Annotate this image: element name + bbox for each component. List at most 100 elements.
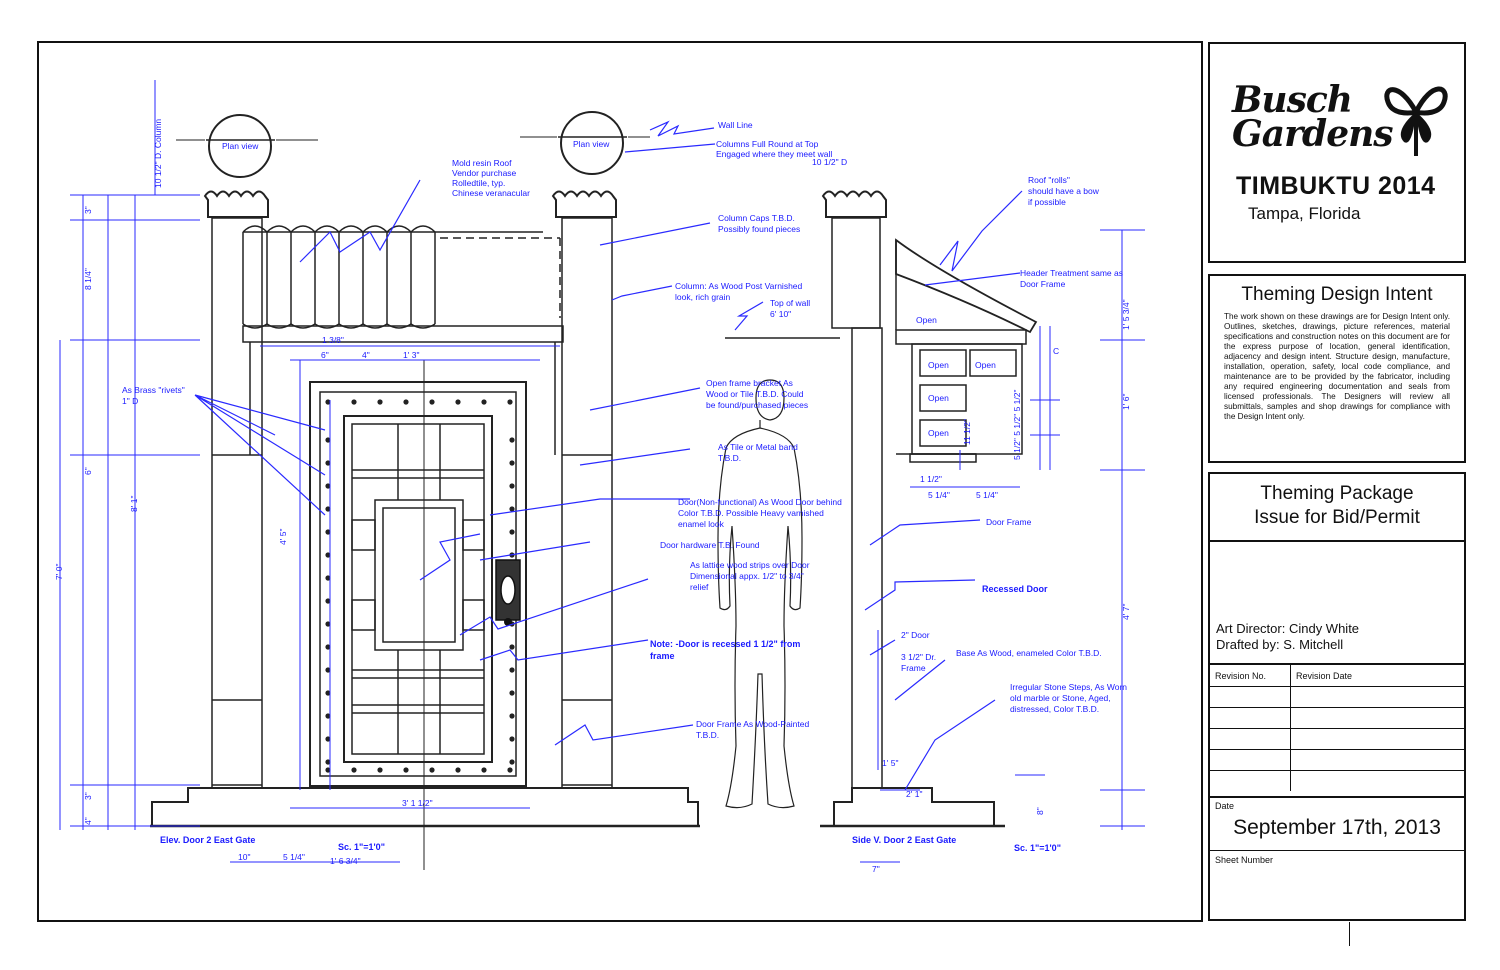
header-beam bbox=[242, 325, 564, 343]
dim-8in: 8" bbox=[1035, 807, 1045, 815]
note-lattice-3: relief bbox=[690, 582, 709, 592]
dim-1-5-3-4: 1' 5 3/4" bbox=[1121, 299, 1131, 330]
note-open-1: Open bbox=[916, 315, 937, 325]
note-open-bracket-2: Wood or Tile T.B.D. Could bbox=[706, 389, 804, 399]
note-tile-band: As Tile or Metal band bbox=[718, 442, 798, 452]
title-block-design-intent: Theming Design Intent The work shown on … bbox=[1208, 274, 1466, 463]
door-rivets bbox=[325, 399, 515, 773]
dim-5-1-4-b: 5 1/4" bbox=[928, 490, 950, 500]
rivet bbox=[509, 667, 515, 673]
dim-7in: 7" bbox=[872, 864, 880, 874]
rivet bbox=[509, 759, 515, 765]
note-column-diameter: 10 1/2" D bbox=[812, 157, 847, 167]
note-stone-steps-2: old marble or Stone, Aged, bbox=[1010, 693, 1111, 703]
dim-4in-base: 4" bbox=[83, 817, 93, 825]
dim-11-half: 11 1/2" bbox=[962, 419, 972, 445]
note-roof-4: Chinese veranacular bbox=[452, 188, 530, 198]
rivet bbox=[509, 713, 515, 719]
note-top-of-wall: Top of wall bbox=[770, 298, 810, 308]
note-brass-rivets-size: 1" D bbox=[122, 396, 138, 406]
dim-1-5: 1' 5" bbox=[882, 758, 898, 768]
dim-7-0: 7' 0" bbox=[54, 564, 64, 580]
dim-column-dia: 10 1/2" D. Column bbox=[153, 119, 163, 188]
date-label: Date bbox=[1215, 801, 1235, 811]
note-column-wood-2: look, rich grain bbox=[675, 292, 731, 302]
note-door-frame-side: Door Frame bbox=[986, 517, 1032, 527]
table-row bbox=[1210, 728, 1464, 750]
rivet bbox=[509, 529, 515, 535]
dim-4in-frame: 4" bbox=[362, 350, 370, 360]
package-line-1: Theming Package bbox=[1260, 483, 1414, 504]
note-column-caps-2: Possibly found pieces bbox=[718, 224, 800, 234]
rivet bbox=[325, 437, 331, 443]
left-column bbox=[211, 217, 263, 789]
note-door-recessed-2: frame bbox=[650, 651, 675, 661]
note-lattice: As lattice wood strips over Door bbox=[690, 560, 810, 570]
note-door-2in: 2" Door bbox=[901, 630, 930, 640]
note-brass-rivets: As Brass "rivets" bbox=[122, 385, 185, 395]
rivet bbox=[481, 767, 487, 773]
rivet bbox=[509, 644, 515, 650]
date-value: September 17th, 2013 bbox=[1233, 816, 1441, 839]
note-open-bracket-3: be found/purchased pieces bbox=[706, 400, 808, 410]
dim-6in: 6" bbox=[83, 467, 93, 475]
rivet bbox=[403, 399, 409, 405]
note-column-caps: Column Caps T.B.D. bbox=[718, 213, 795, 223]
revision-header-row: Revision No. Revision Date bbox=[1210, 664, 1464, 687]
dimension-labels: 10 1/2" D. Column 3" 8 1/4" 6" 8' 1" 7' … bbox=[54, 119, 1131, 874]
plan-view-label-left: Plan view bbox=[222, 141, 259, 151]
rivet bbox=[509, 437, 515, 443]
note-column-wood: Column: As Wood Post Varnished bbox=[675, 281, 803, 291]
dim-1-half: 1 1/2" bbox=[920, 474, 942, 484]
dim-2-1: 2' 1" bbox=[906, 789, 922, 799]
design-intent-heading: Theming Design Intent bbox=[1241, 284, 1433, 305]
logo-line-1: Busch bbox=[1232, 79, 1353, 121]
rivet bbox=[509, 460, 515, 466]
plan-view-label-right: Plan view bbox=[573, 139, 610, 149]
sheet-number-label: Sheet Number bbox=[1215, 855, 1274, 865]
crop-mark bbox=[1349, 922, 1350, 946]
side-column bbox=[831, 217, 881, 329]
revision-date-header: Revision Date bbox=[1290, 664, 1464, 687]
dim-10in: 10" bbox=[238, 852, 250, 862]
dim-5-1-4-c: 5 1/4" bbox=[976, 490, 998, 500]
note-roof-rolls-3: if possible bbox=[1028, 197, 1066, 207]
note-open-5: Open bbox=[928, 428, 949, 438]
note-columns-full-round: Columns Full Round at Top bbox=[716, 139, 819, 149]
revision-no-header: Revision No. bbox=[1210, 664, 1291, 687]
dim-1-3: 1' 3" bbox=[403, 350, 419, 360]
rivet bbox=[455, 767, 461, 773]
rivet bbox=[351, 767, 357, 773]
dim-6in-frame: 6" bbox=[321, 350, 329, 360]
note-door-hardware: Door hardware T.B. Found bbox=[660, 540, 760, 550]
note-open-2: Open bbox=[928, 360, 949, 370]
dim-4-5: 4' 5" bbox=[278, 529, 288, 545]
rivet bbox=[325, 460, 331, 466]
dim-3in-top: 3" bbox=[83, 206, 93, 214]
rivet bbox=[403, 767, 409, 773]
drawing-annotations: Plan view Plan view Wall Line Columns Fu… bbox=[122, 120, 1127, 853]
rivet bbox=[455, 399, 461, 405]
table-row bbox=[1210, 749, 1464, 771]
front-elevation bbox=[150, 111, 1038, 870]
plan-view-circle-right bbox=[560, 111, 624, 175]
note-wall-line: Wall Line bbox=[718, 120, 753, 130]
left-column-cap bbox=[203, 190, 269, 218]
rivet bbox=[325, 529, 331, 535]
note-stone-steps: Irregular Stone Steps, As Worn bbox=[1010, 682, 1127, 692]
rivet bbox=[429, 767, 435, 773]
dim-3in-base: 3" bbox=[83, 792, 93, 800]
rivet bbox=[325, 399, 331, 405]
dim-3-1-half: 3' 1 1/2" bbox=[402, 798, 433, 808]
table-row bbox=[1210, 686, 1464, 708]
note-door-frame-painted: Door Frame As Wood-Painted bbox=[696, 719, 809, 729]
rivet bbox=[429, 399, 435, 405]
roof-tiles bbox=[242, 225, 561, 329]
credits: Art Director: Cindy White Drafted by: S.… bbox=[1216, 621, 1359, 653]
rivet bbox=[325, 644, 331, 650]
dim-1-6: 1' 6" bbox=[1121, 394, 1131, 410]
rivet bbox=[325, 506, 331, 512]
note-open-bracket: Open frame bracket As bbox=[706, 378, 793, 388]
package-heading: Theming Package Issue for Bid/Permit bbox=[1210, 474, 1464, 542]
door-panel bbox=[343, 415, 493, 763]
